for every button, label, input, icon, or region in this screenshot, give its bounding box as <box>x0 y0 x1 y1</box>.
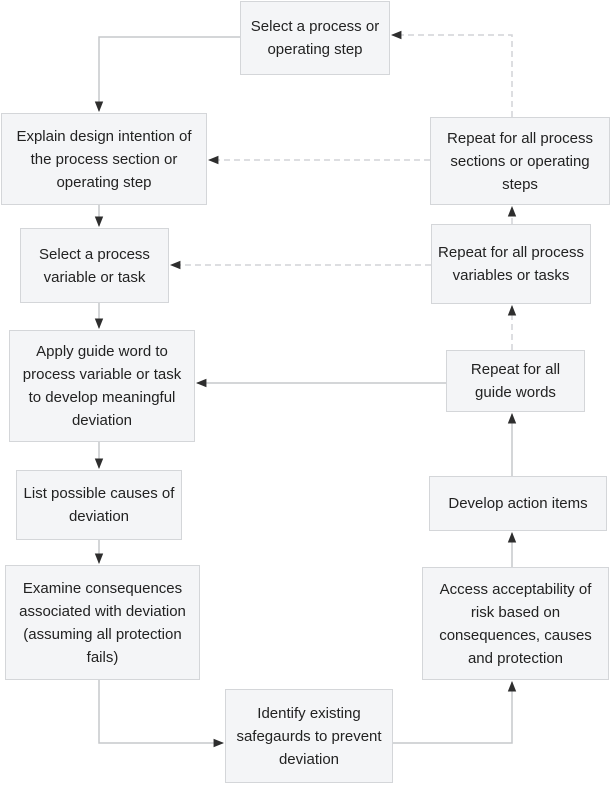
step-list-causes: List possible causes of deviation <box>16 470 182 540</box>
step-label: Examine consequences associated with dev… <box>19 579 186 666</box>
step-examine-consequences: Examine consequences associated with dev… <box>5 565 200 680</box>
step-repeat-guide-words: Repeat for all guide words <box>446 350 585 412</box>
arrow-repeat-sections-to-select-process <box>390 30 513 117</box>
step-label: Repeat for all guide words <box>470 361 561 401</box>
step-label: Apply guide word to process variable or … <box>22 343 182 429</box>
step-select-process-variable: Select a process variable or task <box>20 228 169 303</box>
step-label: Select a process variable or task <box>39 245 150 286</box>
step-label: Repeat for all process variables or task… <box>438 244 584 284</box>
step-apply-guide-word: Apply guide word to process variable or … <box>9 330 195 442</box>
arrow-select-process-to-explain <box>94 36 240 113</box>
arrow-examine-to-identify <box>98 680 225 748</box>
step-access-risk: Access acceptability of risk based on co… <box>422 567 609 680</box>
step-identify-safeguards: Identify existing safegaurds to prevent … <box>225 689 393 783</box>
step-select-process: Select a process or operating step <box>240 1 390 75</box>
step-repeat-process-sections: Repeat for all process sections or opera… <box>430 117 610 205</box>
step-explain-design-intention: Explain design intention of the process … <box>1 113 207 205</box>
step-label: List possible causes of deviation <box>23 485 175 525</box>
step-develop-action-items: Develop action items <box>429 476 607 531</box>
step-label: Access acceptability of risk based on co… <box>439 580 592 667</box>
step-label: Select a process or operating step <box>250 18 380 58</box>
step-label: Develop action items <box>448 495 588 512</box>
step-label: Identify existing safegaurds to prevent … <box>236 704 382 768</box>
step-repeat-process-variables: Repeat for all process variables or task… <box>431 224 591 304</box>
step-label: Explain design intention of the process … <box>16 127 192 191</box>
arrow-identify-to-access <box>393 680 517 744</box>
step-label: Repeat for all process sections or opera… <box>447 129 593 193</box>
